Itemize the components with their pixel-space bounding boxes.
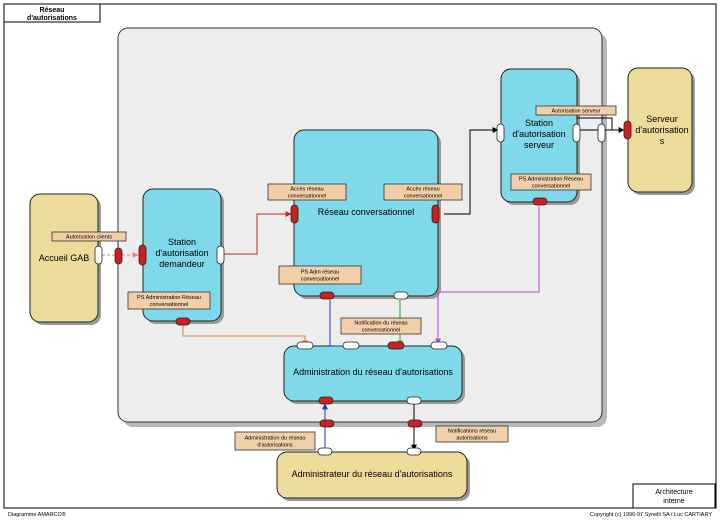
port-mid-right — [407, 419, 423, 428]
port-reseau-bottom-left — [319, 291, 335, 300]
link-station-serveur-b — [577, 117, 622, 131]
port-station-srv-right — [572, 123, 581, 143]
port-admin-1 — [296, 341, 314, 350]
port-accueil — [94, 245, 103, 265]
msg-acces-right-box — [383, 183, 463, 201]
port-accueil-out — [114, 247, 123, 265]
msg-autorisation-serveur-box — [535, 105, 617, 116]
link-station-reseau — [221, 211, 292, 255]
port-serveur — [623, 120, 632, 140]
port-station-srv-left — [496, 123, 505, 143]
msg-administration-reseau-box — [234, 431, 316, 451]
port-station-srv-bottom — [532, 197, 548, 206]
port-administrateur-right — [406, 447, 422, 456]
administration-reseau-label: Administration du réseau d'autorisations — [293, 367, 453, 377]
link-admin-station-dem — [182, 325, 308, 347]
msg-notifications-reseau-box — [435, 425, 509, 443]
port-reseau-right — [431, 204, 440, 224]
footer-left: Diagramme AMARCO® — [8, 511, 66, 518]
port-mid-left — [319, 419, 335, 428]
port-station-dem-in — [138, 244, 147, 266]
port-reseau-left — [290, 204, 299, 224]
port-station-dem-out — [216, 245, 225, 265]
msg-autorisation-serveur-text: Autorisation serveur — [552, 109, 601, 115]
title-box — [3, 3, 101, 23]
port-station-dem-bottom — [175, 317, 191, 326]
port-reseau-bottom-right — [393, 291, 409, 300]
footer-right: Copyright (c) 1996-97 Synelli SA / Luc C… — [590, 512, 712, 518]
port-administrateur-left — [317, 447, 333, 456]
port-admin-4 — [430, 341, 448, 350]
msg-autorisation-clients-text: Autorisation clients — [66, 235, 112, 241]
port-admin-3 — [387, 341, 405, 350]
port-admin-bottom-right — [406, 396, 422, 405]
msg-autorisation-clients-box — [51, 231, 127, 242]
accueil-gab-label: Accueil GAB — [39, 253, 90, 263]
msg-ps-admin-dem-box — [127, 291, 211, 310]
msg-acces-left-box — [267, 183, 347, 201]
port-station-srv-mid — [597, 123, 606, 143]
outer-frame — [3, 3, 717, 509]
reseau-conversationnel-label: Réseau conversationnel — [318, 207, 415, 217]
msg-ps-adm-conv-box — [278, 265, 362, 285]
link-admin-station-srv — [435, 206, 540, 345]
administrateur-label: Administrateur du réseau d'autorisations — [292, 469, 453, 479]
link-reseau-serveur-station — [444, 127, 499, 215]
corner-box — [632, 483, 716, 509]
msg-notification-reseau-box — [340, 317, 422, 335]
administrateur-node — [276, 451, 468, 499]
msg-ps-admin-srv-box — [510, 173, 592, 191]
port-admin-2 — [342, 341, 360, 350]
administration-reseau-node — [283, 345, 463, 402]
port-admin-bottom-left — [318, 396, 334, 405]
